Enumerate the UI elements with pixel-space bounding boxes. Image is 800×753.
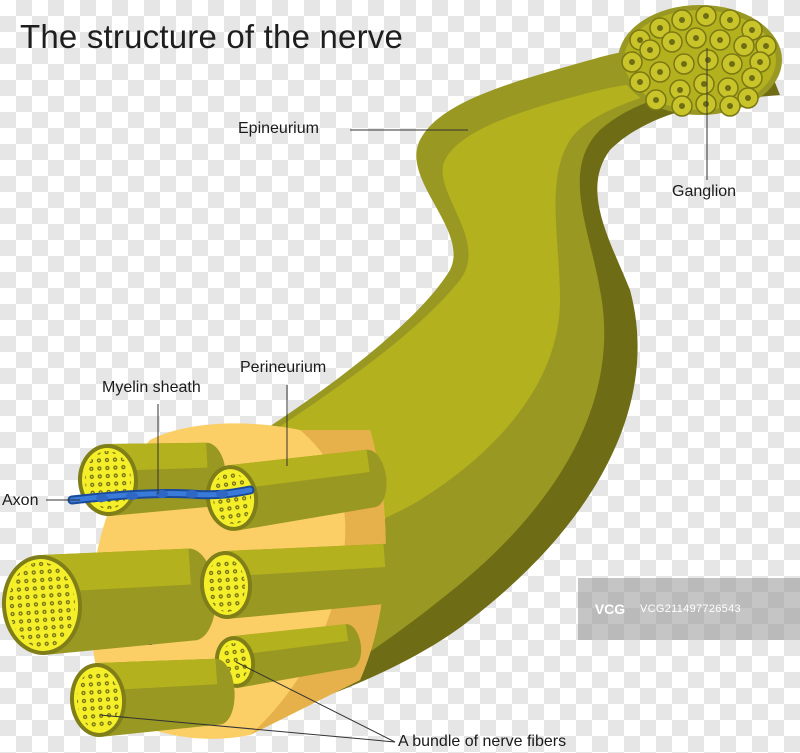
ganglion-cell xyxy=(673,53,695,75)
ganglion-cells xyxy=(621,5,777,117)
fascicle xyxy=(77,442,226,516)
fascicle xyxy=(69,658,235,737)
ganglion-cell xyxy=(755,35,777,57)
ganglion-cell xyxy=(629,71,651,93)
ganglion-cell xyxy=(695,5,717,27)
bundle-leader-2 xyxy=(235,661,396,743)
ganglion-cell xyxy=(621,51,643,73)
ganglion-cell xyxy=(649,17,671,39)
bundle-leader-1 xyxy=(99,714,396,743)
ganglion-cell xyxy=(719,9,741,31)
page-title: The structure of the nerve xyxy=(20,18,404,55)
bundle-label: A bundle of nerve fibers xyxy=(398,733,567,750)
ganglion-cell xyxy=(697,49,719,71)
ganglion-cell xyxy=(717,77,739,99)
ganglion-cell xyxy=(661,31,683,53)
ganglion-cell xyxy=(671,95,693,117)
ganglion-cell xyxy=(671,9,693,31)
fascicle xyxy=(199,543,402,619)
ganglion-cell xyxy=(721,53,743,75)
ganglion-cell xyxy=(741,19,763,41)
ganglion-cell xyxy=(719,95,741,117)
fascicle xyxy=(205,449,387,531)
watermark-logo-icon: VCG xyxy=(594,601,626,617)
epineurium-label: Epineurium xyxy=(238,120,319,137)
ganglion-cell xyxy=(685,27,707,49)
ganglion-cell xyxy=(645,89,667,111)
axon-label: Axon xyxy=(2,492,39,509)
watermark-id: VCG211497726543 xyxy=(640,603,741,615)
ganglion-cell xyxy=(741,67,763,89)
ganglion-cell xyxy=(737,87,759,109)
myelin-sheath-label: Myelin sheath xyxy=(102,379,201,396)
axon xyxy=(67,485,255,505)
leader-lines xyxy=(46,48,708,743)
ganglion-cell xyxy=(695,93,717,115)
ganglion-cell xyxy=(639,39,661,61)
watermark: VCG VCG211497726543 xyxy=(578,578,800,640)
ganglion-cell xyxy=(709,29,731,51)
perineurium-label: Perineurium xyxy=(240,359,327,376)
myelin-sheath xyxy=(96,490,228,502)
ganglion-cell xyxy=(649,61,671,83)
fascicles xyxy=(1,442,402,737)
ganglion-cell xyxy=(693,73,715,95)
ganglion-label: Ganglion xyxy=(672,183,737,200)
ganglion-cell xyxy=(733,35,755,57)
fascicle xyxy=(1,548,216,655)
